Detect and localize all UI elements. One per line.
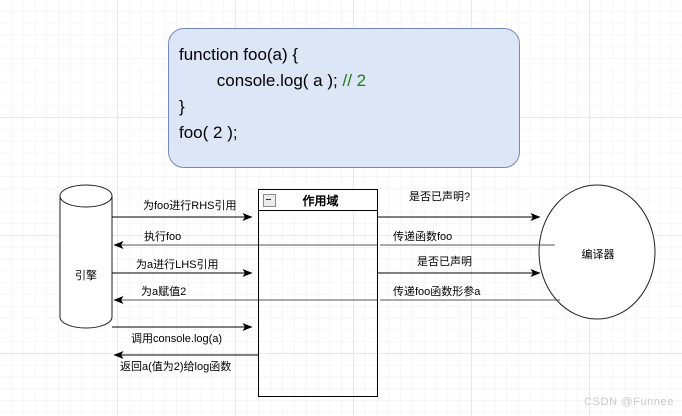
- arrow-label-m5: 为a进行LHS引用: [136, 259, 219, 271]
- collapse-minus-icon[interactable]: [263, 193, 276, 207]
- code-line-2-comment: // 2: [337, 71, 367, 90]
- arrow-label-m10: 返回a(值为2)给log函数: [120, 361, 232, 373]
- arrow-label-m4: 传递函数foo: [393, 231, 453, 243]
- arrow-label-m8: 传递foo函数形参a: [393, 286, 481, 298]
- engine-label: 引擎: [75, 270, 97, 282]
- code-line-1: function foo(a) {: [179, 45, 299, 64]
- arrow-label-m3: 执行foo: [144, 231, 182, 243]
- arrow-label-m2: 是否已声明?: [409, 191, 471, 203]
- engine-cylinder-top: [59, 184, 113, 208]
- arrow-label-m9: 调用console.log(a): [131, 333, 223, 345]
- arrow-label-m7: 为a赋值2: [141, 286, 187, 298]
- arrow-label-m1: 为foo进行RHS引用: [143, 200, 237, 212]
- watermark: CSDN @Funnee: [584, 396, 674, 408]
- engine-node[interactable]: [59, 184, 113, 329]
- code-block[interactable]: function foo(a) { console.log( a ); // 2…: [168, 28, 520, 168]
- scope-header[interactable]: 作用域: [258, 189, 378, 211]
- scope-node[interactable]: [258, 189, 378, 397]
- compiler-node[interactable]: [538, 184, 656, 320]
- code-text: function foo(a) { console.log( a ); // 2…: [179, 42, 366, 146]
- arrow-label-m6: 是否已声明: [417, 256, 472, 268]
- code-line-3: }: [179, 97, 185, 116]
- compiler-label: 编译器: [581, 249, 615, 261]
- code-line-4: foo( 2 );: [179, 123, 238, 142]
- scope-label: 作用域: [302, 193, 339, 208]
- code-line-2: console.log( a );: [179, 71, 338, 90]
